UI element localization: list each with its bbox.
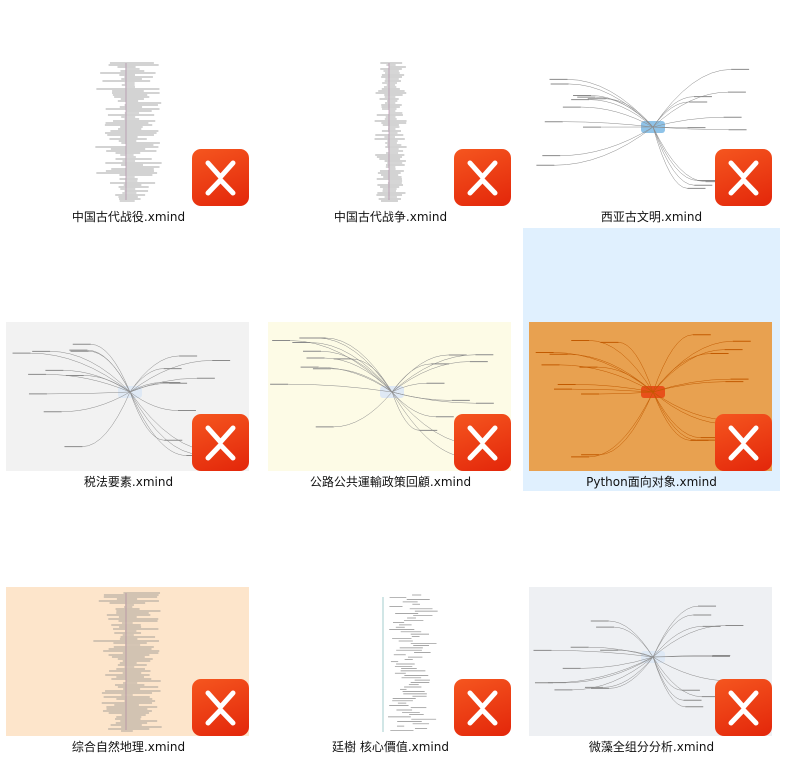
mindmap-preview — [93, 592, 162, 732]
xmind-app-icon — [454, 149, 511, 206]
file-item[interactable]: 税法要素.xmind — [0, 228, 257, 491]
file-name[interactable]: 中国古代战争.xmind — [333, 210, 448, 224]
file-thumbnail — [529, 57, 772, 206]
xmind-app-icon — [715, 149, 772, 206]
xmind-app-icon — [192, 414, 249, 471]
mindmap-preview — [535, 334, 752, 458]
file-item[interactable]: 综合自然地理.xmind — [0, 493, 257, 756]
file-item[interactable]: 廷樹 核心價值.xmind — [262, 493, 519, 756]
file-name[interactable]: 中国古代战役.xmind — [71, 210, 186, 224]
xmind-app-icon — [454, 414, 511, 471]
file-thumbnail — [268, 322, 511, 471]
file-thumbnail — [6, 587, 249, 736]
file-item[interactable]: 中国古代战争.xmind — [262, 0, 519, 226]
file-thumbnail — [529, 587, 772, 736]
mindmap-preview — [536, 68, 750, 189]
file-thumbnail — [268, 587, 511, 736]
file-thumbnail — [268, 57, 511, 206]
file-item[interactable]: Python面向对象.xmind — [523, 228, 780, 491]
file-name[interactable]: 微藻全组分分析.xmind — [588, 740, 715, 754]
file-thumbnail — [6, 322, 249, 471]
mindmap-preview — [382, 594, 438, 732]
file-name[interactable]: 综合自然地理.xmind — [71, 740, 186, 754]
xmind-app-icon — [454, 679, 511, 736]
file-item[interactable]: 西亚古文明.xmind — [523, 0, 780, 226]
file-item[interactable]: 中国古代战役.xmind — [0, 0, 257, 226]
file-item[interactable]: 公路公共運輸政策回顧.xmind — [262, 228, 519, 491]
xmind-app-icon — [192, 679, 249, 736]
file-thumbnail — [6, 57, 249, 206]
mindmap-preview — [374, 62, 407, 202]
mindmap-preview — [533, 605, 749, 708]
file-thumbnail — [529, 322, 772, 471]
xmind-app-icon — [715, 414, 772, 471]
file-name[interactable]: 公路公共運輸政策回顧.xmind — [309, 475, 472, 489]
mindmap-preview — [95, 62, 162, 202]
xmind-app-icon — [192, 149, 249, 206]
file-name[interactable]: 税法要素.xmind — [83, 475, 174, 489]
file-name[interactable]: Python面向对象.xmind — [586, 475, 717, 489]
xmind-app-icon — [715, 679, 772, 736]
file-name[interactable]: 廷樹 核心價值.xmind — [332, 740, 449, 754]
file-name[interactable]: 西亚古文明.xmind — [600, 210, 703, 224]
file-item[interactable]: 微藻全组分分析.xmind — [523, 493, 780, 756]
